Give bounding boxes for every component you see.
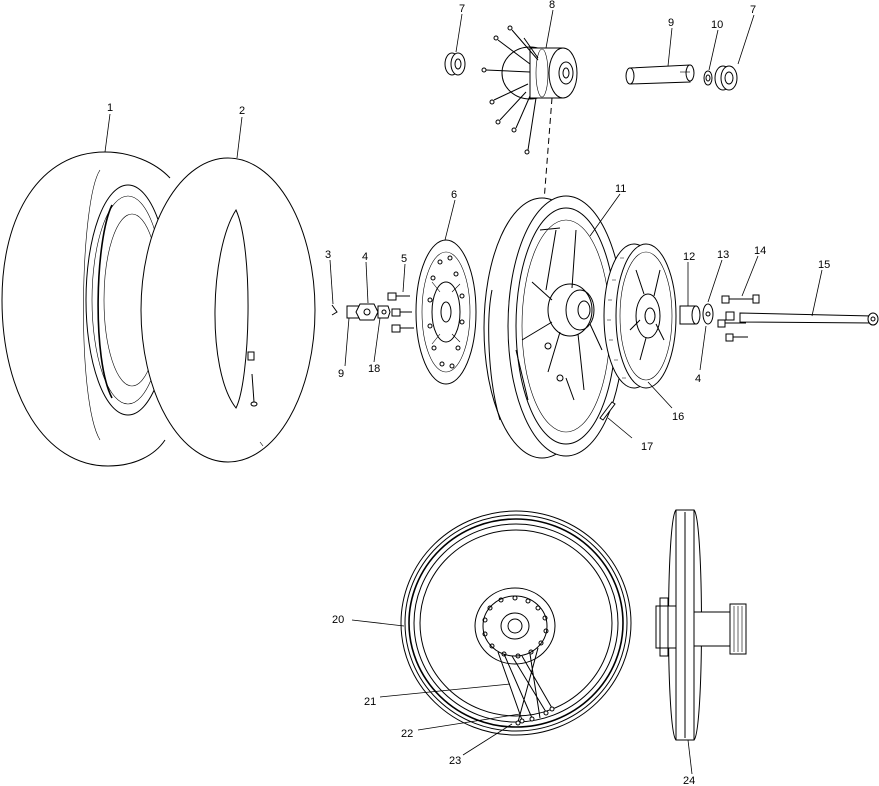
- bearing-part-7-right: [714, 65, 738, 91]
- spokes: [497, 647, 555, 726]
- rotor-bolts: [387, 292, 414, 333]
- callout-8: 8: [549, 0, 555, 11]
- right-axle-hardware: [679, 294, 879, 342]
- spacer-part-12: [679, 305, 701, 325]
- callout-10: 10: [711, 19, 723, 31]
- adjuster-part-13: [702, 303, 714, 325]
- callout-20: 20: [332, 614, 344, 626]
- spoked-wheel: [400, 510, 632, 736]
- callout-5: 5: [401, 253, 407, 265]
- bolts-part-14: [717, 294, 760, 342]
- callout-13: 13: [717, 249, 729, 261]
- callout-9-left: 9: [338, 368, 344, 380]
- cast-wheel-part-11: [483, 195, 625, 459]
- callout-24: 24: [683, 775, 695, 786]
- callout-7-left: 7: [459, 3, 465, 15]
- spacer-part-10: [703, 70, 713, 86]
- callout-4-left: 4: [362, 251, 368, 263]
- bearing-part-7-left: [444, 52, 466, 76]
- callout-14: 14: [754, 245, 766, 257]
- callout-11: 11: [615, 183, 626, 195]
- brake-rotor-part-6: [415, 239, 477, 385]
- leader-lines: [104, 9, 823, 775]
- callout-4-right: 4: [695, 373, 701, 385]
- callout-22: 22: [401, 728, 413, 740]
- callout-21: 21: [364, 696, 376, 708]
- callout-23: 23: [449, 755, 461, 767]
- callout-6: 6: [451, 189, 457, 201]
- callout-16: 16: [672, 411, 684, 423]
- inner-tube-part-2: [140, 157, 316, 463]
- callout-7-right: 7: [750, 4, 756, 16]
- callout-18: 18: [368, 363, 380, 375]
- left-axle-hardware: [331, 292, 414, 333]
- callout-9-top: 9: [668, 17, 674, 29]
- callout-3: 3: [325, 249, 331, 261]
- spoked-hub: [474, 587, 556, 665]
- callout-12: 12: [683, 251, 695, 263]
- callout-2: 2: [239, 105, 245, 117]
- valve-stem-part-17: [599, 401, 616, 421]
- hub-part-8: [481, 25, 578, 155]
- sprocket-part-16: [603, 243, 677, 389]
- hub-assembly-top: [444, 25, 738, 241]
- spoked-wheel-side-part-24: [655, 509, 747, 741]
- callout-1: 1: [107, 102, 113, 114]
- callout-labels: 1 2 3 4 4 5 6 7 7 8 9 9 10 11 12 13 14 1…: [107, 0, 830, 786]
- callout-15: 15: [818, 259, 830, 271]
- callout-17: 17: [641, 441, 653, 453]
- axle-part-15: [739, 312, 879, 326]
- spacer-part-9: [625, 64, 695, 85]
